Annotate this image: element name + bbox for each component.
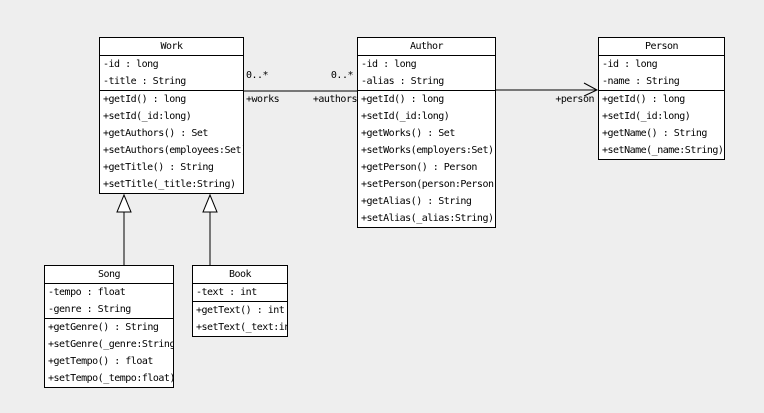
class-work[interactable]: Work -id : long -title : String +getId()… [99, 37, 244, 194]
class-book-methods: +getText() : int +setText(_text:int) [193, 302, 287, 336]
method: +getTitle() : String [103, 162, 214, 173]
method: +getTempo() : float [48, 356, 153, 367]
attribute: -tempo : float [48, 287, 126, 298]
method: +setText(_text:int) [196, 322, 287, 333]
method: +getId() : long [103, 94, 186, 105]
method: +getWorks() : Set [361, 128, 455, 139]
class-book[interactable]: Book -text : int +getText() : int +setTe… [192, 265, 288, 337]
multiplicity-author-end: 0..* [330, 70, 354, 81]
role-label-works: +works [246, 94, 280, 105]
method: +setId(_id:long) [103, 111, 192, 122]
method: +setId(_id:long) [361, 111, 450, 122]
attribute: -alias : String [361, 76, 444, 87]
method: +getPerson() : Person [361, 162, 477, 173]
method: +getAuthors() : Set [103, 128, 208, 139]
class-author[interactable]: Author -id : long -alias : String +getId… [357, 37, 496, 228]
class-author-title: Author [358, 38, 495, 56]
class-person-title: Person [599, 38, 724, 56]
class-book-title: Book [193, 266, 287, 284]
method: +setTempo(_tempo:float) [48, 373, 174, 384]
class-song-methods: +getGenre() : String +setGenre(_genre:St… [45, 319, 173, 387]
generalization-triangle-song-icon [116, 193, 132, 213]
method: +setAuthors(employees:Set) [103, 145, 244, 156]
method: +getText() : int [196, 305, 285, 316]
open-arrowhead-person-end-icon [583, 82, 599, 97]
method: +getAlias() : String [361, 196, 472, 207]
class-song-attributes: -tempo : float -genre : String [45, 284, 173, 319]
class-book-attributes: -text : int [193, 284, 287, 302]
method: +setAlias(_alias:String) [361, 213, 494, 224]
class-person-attributes: -id : long -name : String [599, 56, 724, 91]
class-work-title: Work [100, 38, 243, 56]
attribute: -id : long [361, 59, 417, 70]
method: +setWorks(employers:Set) [361, 145, 494, 156]
method: +setGenre(_genre:String) [48, 339, 174, 350]
role-label-person: +person [555, 94, 594, 105]
method: +getGenre() : String [48, 322, 159, 333]
generalization-triangle-book-icon [202, 193, 218, 213]
attribute: -genre : String [48, 304, 131, 315]
class-author-methods: +getId() : long +setId(_id:long) +getWor… [358, 91, 495, 227]
method: +setPerson(person:Person) [361, 179, 496, 190]
attribute: -title : String [103, 76, 186, 87]
class-person-methods: +getId() : long +setId(_id:long) +getNam… [599, 91, 724, 159]
method: +setId(_id:long) [602, 111, 691, 122]
multiplicity-work-end: 0..* [246, 70, 269, 81]
class-song[interactable]: Song -tempo : float -genre : String +get… [44, 265, 174, 388]
class-work-methods: +getId() : long +setId(_id:long) +getAut… [100, 91, 243, 193]
class-song-title: Song [45, 266, 173, 284]
method: +getId() : long [602, 94, 685, 105]
class-author-attributes: -id : long -alias : String [358, 56, 495, 91]
method: +getName() : String [602, 128, 707, 139]
method: +setName(_name:String) [602, 145, 724, 156]
attribute: -id : long [103, 59, 159, 70]
class-person[interactable]: Person -id : long -name : String +getId(… [598, 37, 725, 160]
attribute: -id : long [602, 59, 658, 70]
method: +setTitle(_title:String) [103, 179, 236, 190]
method: +getId() : long [361, 94, 444, 105]
attribute: -text : int [196, 287, 257, 298]
class-work-attributes: -id : long -title : String [100, 56, 243, 91]
role-label-authors: +authors [312, 94, 358, 105]
attribute: -name : String [602, 76, 680, 87]
